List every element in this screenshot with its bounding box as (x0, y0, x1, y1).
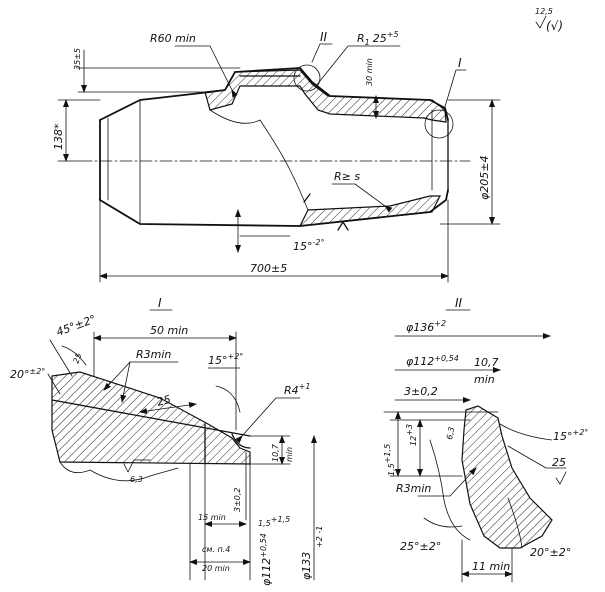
detail-i-fillet (231, 433, 251, 449)
r4-label: R4+1 (284, 382, 310, 397)
angle-25-ii-label: 25°±2° (400, 540, 441, 553)
dim-138-label: 138* (52, 123, 65, 150)
detail-ii-break (429, 439, 471, 541)
leader-r3-ii (417, 467, 477, 497)
note-label: см. п.4 (202, 545, 230, 554)
dim-15b-label: 1,5+1,5 (258, 515, 290, 528)
detail-i-break (59, 461, 179, 482)
roughness-check-icon (535, 15, 547, 29)
detail-view-i: I 45°±2° 25 50 min R3min 15°+2° 20°±2° (10, 296, 324, 586)
detail-i-title: I (158, 296, 162, 310)
dim-107-ii-label: 10,7 (474, 356, 499, 369)
rough-63-ii-label: 6,3 (445, 426, 456, 440)
label-i-ref: I (458, 56, 462, 70)
dim-107-min: min (285, 447, 294, 462)
main-section-bottom (298, 195, 441, 227)
dim-3-ii-label: 3±0,2 (404, 385, 438, 398)
dim-11-label: 11 min (472, 560, 510, 573)
dim-25-ii-label: 25 (552, 456, 566, 469)
dim-3-i-label: 3±0,2 (233, 487, 242, 512)
detail-ii-title: II (455, 296, 463, 310)
r3-label: R3min (136, 348, 171, 361)
angle-15-i-label: 15°+2° (208, 352, 243, 367)
dim-50-label: 50 min (150, 324, 188, 337)
detail-view-ii: II φ136+2 φ112+0,54 10,7 min 3±0,2 1,5+1… (383, 296, 588, 583)
main-section-top (204, 69, 447, 123)
angle-45-label: 45°±2° (55, 313, 98, 339)
angle-45-ext (49, 339, 73, 377)
r3-ii-label: R3min (396, 482, 431, 495)
roughness-paren: (√) (546, 19, 563, 33)
r-s-label: R≥ s (334, 170, 360, 183)
dim-700-label: 700±5 (250, 262, 287, 275)
angle-15-label: 15°-2° (293, 238, 324, 253)
dim-136-label: φ136+2 (406, 319, 446, 334)
label-ii-ref: II (320, 30, 328, 44)
dim-15-label: 15 min (198, 513, 226, 522)
leader-r-s (331, 183, 393, 213)
dim-133-label: φ133 (300, 552, 313, 580)
section-mark-bottom (337, 221, 349, 231)
leader-r4 (235, 397, 301, 444)
dim-12-label: 12+3 (405, 424, 418, 446)
rough-63-i-label: 6,3 (130, 475, 143, 484)
detail-circle-ii (293, 64, 321, 92)
angle-15-ii-label: 15°+2° (553, 428, 588, 443)
main-break-line (209, 109, 309, 211)
leader-r1 (315, 45, 401, 87)
angle-15-ii-line (499, 423, 553, 441)
r60-label: R60 min (150, 32, 196, 45)
dim-112-i-label: φ112+0,54 (259, 533, 273, 586)
general-roughness-symbol: 12,5 (√) (535, 7, 563, 33)
detail-circle-i (424, 109, 454, 139)
dim-25b-line (139, 402, 197, 414)
leader-r3-b (120, 361, 131, 403)
angle-20-ii-arc (507, 497, 523, 549)
dim-107-ii-min: min (474, 373, 495, 386)
leader-ii (311, 43, 333, 63)
section-mark-top (303, 193, 311, 203)
leader-i (443, 69, 467, 111)
leader-25-ii (507, 445, 567, 469)
dim-112-ii-label: φ112+0,54 (406, 354, 459, 368)
roughness-63-i-icon (123, 459, 151, 473)
angle-20-ii-label: 20°±2° (530, 546, 571, 559)
dim-30-label: 30 min (365, 58, 374, 86)
dim-35-label: 35±5 (73, 48, 82, 70)
detail-i-inner-line (51, 399, 251, 437)
angle-25-ii-arc (423, 517, 463, 528)
roughness-general-value: 12,5 (535, 7, 553, 16)
detail-ii-section (461, 405, 553, 549)
leader-r60 (174, 45, 238, 98)
main-left-bevels (107, 99, 141, 225)
angle-45-arc (61, 345, 87, 366)
angle-20-i-ext (47, 373, 61, 395)
dim-20-label: 20 min (202, 564, 230, 573)
dim-205-label: φ205±4 (478, 156, 491, 200)
angle-15-i-arc (215, 385, 241, 413)
dim-25a-label: 25 (72, 352, 84, 365)
roughness-25-ii-icon (555, 471, 567, 485)
dim-15-ii-label: 1,5+1,5 (383, 444, 396, 476)
dim-133-tol: +2 -1 (315, 526, 324, 548)
dim-107-label: 10,7 (271, 443, 280, 462)
angle-20-i-label: 20°±2° (10, 367, 45, 381)
